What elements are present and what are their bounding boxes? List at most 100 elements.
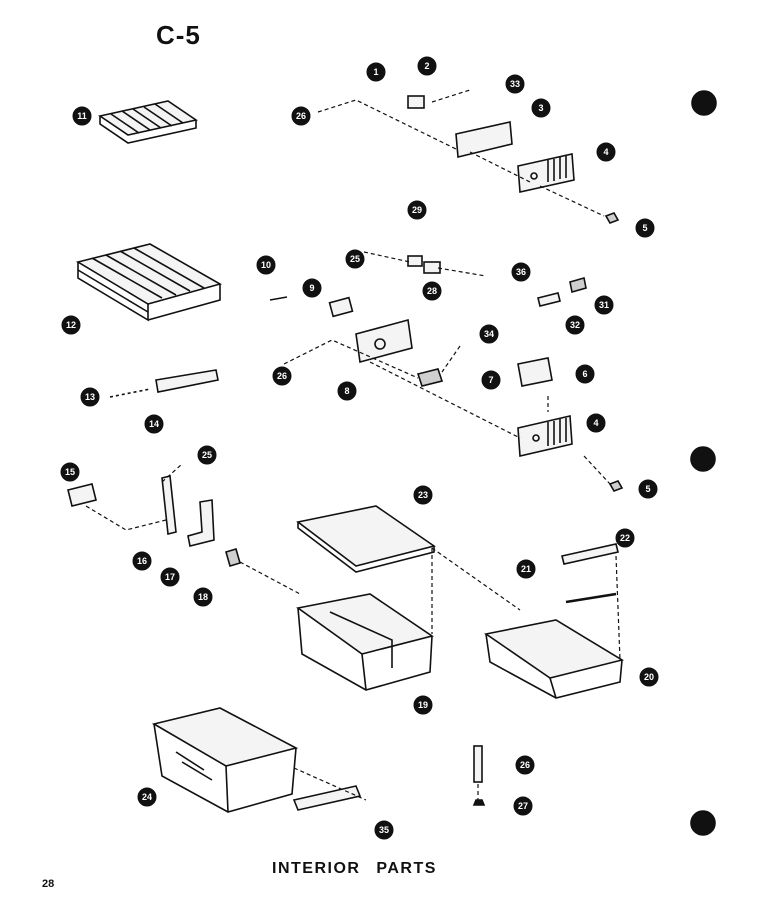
callout-31: 31: [594, 295, 614, 315]
svg-text:5: 5: [642, 223, 647, 233]
part-clip: [407, 95, 425, 109]
callout-36: 36: [511, 262, 531, 282]
callout-34: 34: [479, 324, 499, 344]
callout-16: 16: [132, 551, 152, 571]
callout-27: 27: [513, 796, 533, 816]
part-screw: [109, 388, 151, 398]
svg-text:4: 4: [593, 418, 598, 428]
callout-20: 20: [639, 667, 659, 687]
svg-text:34: 34: [484, 329, 494, 339]
callout-26: 26: [515, 755, 535, 775]
callout-32: 32: [565, 315, 585, 335]
svg-text:24: 24: [142, 792, 152, 802]
punch-hole: [691, 90, 717, 116]
callout-19: 19: [413, 695, 433, 715]
page-number: 28: [42, 878, 55, 890]
part-slide: [161, 475, 177, 535]
part-bracket: [67, 483, 97, 507]
svg-text:28: 28: [427, 286, 437, 296]
callout-11: 11: [72, 106, 92, 126]
svg-text:35: 35: [379, 825, 389, 835]
part-screw: [269, 296, 288, 301]
part-knob: [608, 480, 624, 492]
svg-text:8: 8: [344, 386, 349, 396]
svg-text:18: 18: [198, 592, 208, 602]
callout-12: 12: [61, 315, 81, 335]
svg-text:32: 32: [570, 320, 580, 330]
svg-text:3: 3: [538, 103, 543, 113]
callout-2: 2: [417, 56, 437, 76]
callout-4: 4: [596, 142, 616, 162]
svg-text:7: 7: [488, 375, 493, 385]
callout-25: 25: [197, 445, 217, 465]
part-rail: [292, 785, 362, 811]
svg-text:16: 16: [137, 556, 147, 566]
part-control-housing: [517, 415, 573, 457]
callout-9: 9: [302, 278, 322, 298]
part-crisper-pan: [296, 593, 434, 691]
callout-17: 17: [160, 567, 180, 587]
callout-1: 1: [366, 62, 386, 82]
svg-text:5: 5: [645, 484, 650, 494]
part-rail: [561, 543, 619, 565]
part-hinge: [187, 499, 215, 547]
part-ice-tray: [98, 100, 198, 144]
callout-35: 35: [374, 820, 394, 840]
callout-26: 26: [291, 106, 311, 126]
callout-25: 25: [345, 249, 365, 269]
callout-26: 26: [272, 366, 292, 386]
svg-text:21: 21: [521, 564, 531, 574]
punch-hole: [690, 810, 716, 836]
svg-text:26: 26: [296, 111, 306, 121]
callout-29: 29: [407, 200, 427, 220]
part-bracket-plate: [455, 121, 513, 158]
svg-text:4: 4: [603, 147, 608, 157]
part-lamp-socket: [569, 276, 587, 294]
svg-text:11: 11: [77, 111, 87, 121]
part-switch: [407, 255, 423, 267]
svg-text:25: 25: [350, 254, 360, 264]
svg-text:27: 27: [518, 801, 528, 811]
callout-5: 5: [638, 479, 658, 499]
svg-text:33: 33: [510, 79, 520, 89]
callout-24: 24: [137, 787, 157, 807]
part-bulb: [537, 292, 561, 307]
callout-10: 10: [256, 255, 276, 275]
part-small-bracket: [328, 296, 354, 318]
part-thermostat: [416, 368, 444, 387]
part-knob: [604, 212, 620, 224]
part-roller: [225, 548, 241, 567]
svg-text:6: 6: [582, 369, 587, 379]
svg-text:13: 13: [85, 392, 95, 402]
callout-13: 13: [80, 387, 100, 407]
part-cap: [472, 799, 486, 806]
svg-text:31: 31: [599, 300, 609, 310]
svg-text:36: 36: [516, 267, 526, 277]
svg-text:20: 20: [644, 672, 654, 682]
svg-text:22: 22: [620, 533, 630, 543]
part-meat-pan: [483, 619, 625, 699]
callout-6: 6: [575, 364, 595, 384]
diagram-title: INTERIOR PARTS: [272, 860, 437, 877]
punch-hole: [690, 446, 716, 472]
callout-7: 7: [481, 370, 501, 390]
callout-14: 14: [144, 414, 164, 434]
svg-text:26: 26: [277, 371, 287, 381]
svg-text:12: 12: [66, 320, 76, 330]
part-switch-cover: [423, 261, 441, 274]
callout-15: 15: [60, 462, 80, 482]
svg-text:1: 1: [373, 67, 378, 77]
callout-18: 18: [193, 587, 213, 607]
callout-3: 3: [531, 98, 551, 118]
svg-text:15: 15: [65, 467, 75, 477]
callout-22: 22: [615, 528, 635, 548]
svg-text:23: 23: [418, 490, 428, 500]
svg-text:2: 2: [424, 61, 429, 71]
svg-text:17: 17: [165, 572, 175, 582]
svg-text:9: 9: [309, 283, 314, 293]
callout-8: 8: [337, 381, 357, 401]
callout-33: 33: [505, 74, 525, 94]
part-bar: [155, 369, 219, 393]
